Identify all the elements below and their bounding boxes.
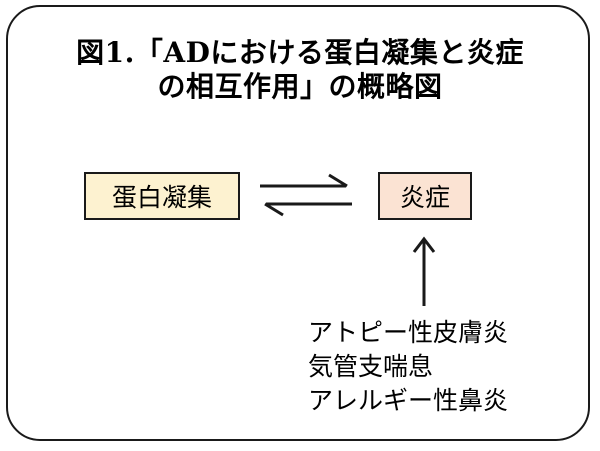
- bidirectional-arrows: [260, 173, 352, 217]
- left-arrow-barb: [264, 202, 284, 217]
- figure-title-line-1: 図1.「ADにおける蛋白凝集と炎症: [76, 36, 524, 69]
- condition-bronchial-asthma: 気管支喘息: [308, 352, 434, 381]
- up-arrow-head: [412, 236, 436, 253]
- protein-aggregation-box: 蛋白凝集: [84, 172, 240, 220]
- figure-title: 図1.「ADにおける蛋白凝集と炎症 の相互作用」の概略図: [0, 36, 600, 104]
- condition-allergic-rhinitis: アレルギー性鼻炎: [308, 386, 509, 415]
- inflammation-box: 炎症: [378, 172, 472, 220]
- diagram-frame: [6, 5, 590, 441]
- right-arrow-barb: [328, 173, 348, 188]
- allergic-conditions-list: アトピー性皮膚炎 気管支喘息 アレルギー性鼻炎: [308, 316, 594, 418]
- inflammation-label: 炎症: [399, 183, 450, 212]
- condition-atopic-dermatitis: アトピー性皮膚炎: [308, 318, 509, 347]
- up-arrow: [412, 236, 436, 306]
- protein-aggregation-label: 蛋白凝集: [111, 183, 212, 212]
- figure-title-line-2: の相互作用」の概略図: [157, 70, 443, 103]
